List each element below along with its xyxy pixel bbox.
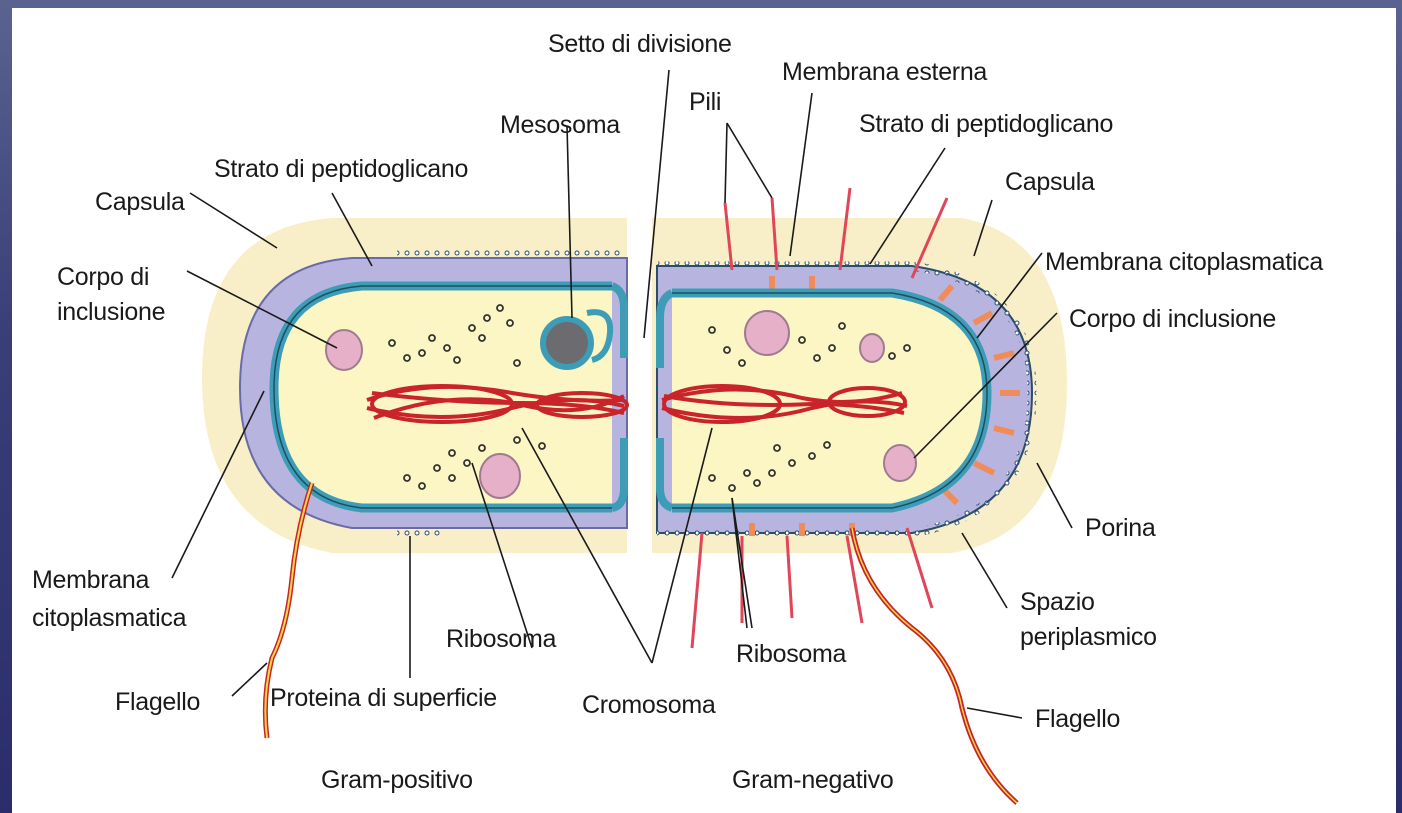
- label-ribosome-left: Ribosoma: [446, 625, 556, 653]
- label-capsule-left: Capsula: [95, 188, 185, 216]
- label-flagellum-left: Flagello: [115, 688, 200, 716]
- label-porin: Porina: [1085, 514, 1155, 542]
- label-periplasm-2: periplasmico: [1020, 623, 1157, 651]
- label-ribosome-right: Ribosoma: [736, 640, 846, 668]
- label-inclusion-left-2: inclusione: [57, 298, 165, 326]
- label-inclusion-left-1: Corpo di: [57, 263, 149, 291]
- label-mesosoma: Mesosoma: [500, 111, 620, 139]
- flagellum-right: [852, 528, 1017, 803]
- label-cyto-membrane-left-2: citoplasmatica: [32, 604, 186, 632]
- diagram-sheet: Setto di divisione Membrana esterna Pili…: [12, 8, 1396, 813]
- label-peptidoglycan-right: Strato di peptidoglicano: [859, 110, 1113, 138]
- label-flagellum-right: Flagello: [1035, 705, 1120, 733]
- label-gram-negative: Gram-negativo: [732, 766, 893, 794]
- label-gram-positive: Gram-positivo: [321, 766, 473, 794]
- surface-protein-top: [397, 248, 622, 256]
- inclusion-body-right-2: [860, 334, 884, 362]
- inclusion-body-left-1: [326, 330, 362, 370]
- surface-protein-bottom: [397, 528, 442, 536]
- label-cyto-membrane-right: Membrana citoplasmatica: [1045, 248, 1323, 276]
- label-periplasm-1: Spazio: [1020, 588, 1095, 616]
- inclusion-body-right-1: [745, 311, 789, 355]
- label-chromosome: Cromosoma: [582, 691, 715, 719]
- label-inclusion-right: Corpo di inclusione: [1069, 305, 1276, 333]
- mesosoma-body: [543, 319, 591, 367]
- label-septum: Setto di divisione: [548, 30, 732, 58]
- inclusion-body-right-3: [884, 445, 916, 481]
- label-peptidoglycan-left: Strato di peptidoglicano: [214, 155, 468, 183]
- label-surface-protein: Proteina di superficie: [270, 684, 497, 712]
- label-pili: Pili: [689, 88, 721, 116]
- label-cyto-membrane-left-1: Membrana: [32, 566, 149, 594]
- label-outer-membrane: Membrana esterna: [782, 58, 987, 86]
- label-capsule-right: Capsula: [1005, 168, 1095, 196]
- gram-positive-cell: [202, 218, 627, 738]
- inclusion-body-left-2: [480, 454, 520, 498]
